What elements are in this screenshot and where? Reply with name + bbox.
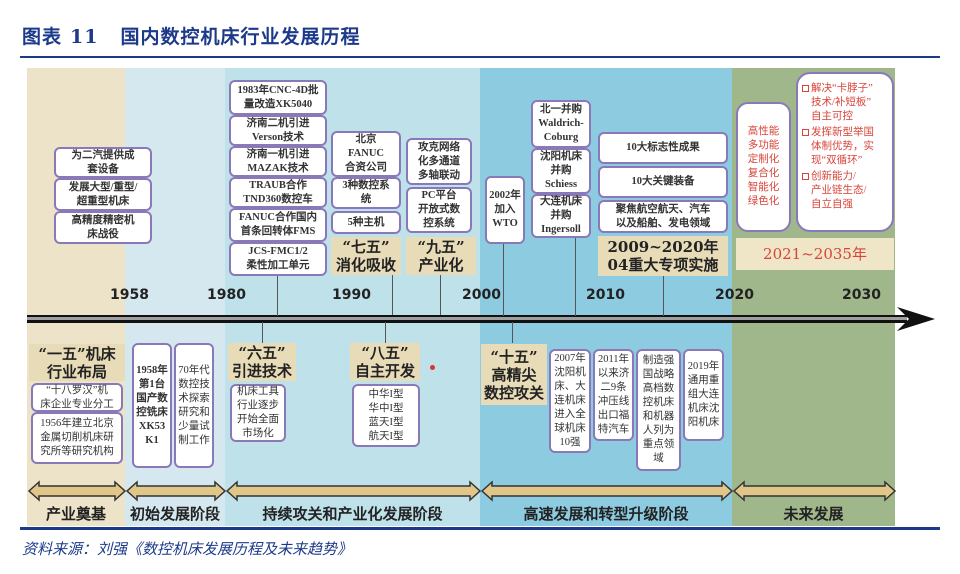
plan-label-qiwu: “七五” 消化吸收 bbox=[331, 237, 401, 275]
event-box: 2019年 通用重 组大连 机床沈 阳机床 bbox=[683, 349, 724, 441]
connector-line bbox=[440, 275, 441, 315]
connector-line bbox=[663, 276, 664, 316]
phase-arrow bbox=[480, 480, 734, 502]
plan-label-future: 2021~2035年 bbox=[736, 238, 894, 270]
phase-label: 初始发展阶段 bbox=[129, 505, 220, 523]
plan-label-jiuwu: “九五” 产业化 bbox=[406, 237, 476, 275]
event-box: 大连机床 并购 Ingersoll bbox=[531, 194, 591, 238]
connector-line bbox=[503, 244, 504, 316]
plan-label-special: 2009~2020年 04重大专项实施 bbox=[598, 236, 728, 276]
phase-arrow bbox=[125, 480, 227, 502]
event-box: PC平台 开放式数 控系统 bbox=[406, 187, 472, 233]
event-box: 机床工具 行业逐步 开始全面 市场化 bbox=[230, 384, 286, 442]
phase-arrow bbox=[27, 480, 127, 502]
figure-prefix: 图表 bbox=[22, 26, 63, 48]
event-box: 1983年CNC-4D批 量改造XK5040 bbox=[229, 80, 327, 115]
event-box: 1956年建立北京 金属切削机床研 究所等研究机构 bbox=[31, 412, 123, 464]
plan-label-liuwu: “六五” 引进技术 bbox=[228, 343, 296, 381]
event-box: 70年代 数控技 术探索 研究和 少量试 制工作 bbox=[174, 343, 214, 468]
event-box: 沈阳机床 并购 Schiess bbox=[531, 148, 591, 194]
event-box: 2011年 以来济 二9条 冲压线 出口福 特汽车 bbox=[593, 349, 634, 441]
event-box: TRAUB合作 TND360数控车 bbox=[229, 177, 327, 208]
connector-line bbox=[512, 322, 513, 343]
connector-line bbox=[277, 276, 278, 316]
goal-item: 发挥新型举国 体制优势，实 现“双循环” bbox=[802, 126, 890, 168]
year-1990: 1990 bbox=[332, 287, 371, 303]
phase-arrow bbox=[225, 480, 482, 502]
phase-arrow bbox=[732, 480, 897, 502]
year-2000: 2000 bbox=[462, 287, 501, 303]
timeline-axis bbox=[27, 307, 935, 331]
year-1980: 1980 bbox=[207, 287, 246, 303]
event-box: 北京 FANUC 合资公司 bbox=[331, 131, 401, 177]
plan-label-bawu: “八五” 自主开发 bbox=[350, 343, 420, 381]
future-traits-box: 高性能 多功能 定制化 复合化 智能化 绿色化 bbox=[736, 102, 791, 232]
event-box: 10大标志性成果 bbox=[598, 132, 728, 164]
event-box: 高精度精密机 床战役 bbox=[54, 211, 152, 244]
bottom-rule bbox=[20, 527, 940, 530]
event-box: 聚焦航空航天、汽车 以及船舶、发电领域 bbox=[598, 200, 728, 233]
event-box: 济南二机引进 Verson技术 bbox=[229, 115, 327, 146]
plan-label-shiwu: “十五” 高精尖 数控攻关 bbox=[481, 344, 547, 405]
event-box: “十八罗汉”机 床企业专业分工 bbox=[31, 383, 123, 412]
axis-arrowhead bbox=[897, 307, 935, 331]
year-2020: 2020 bbox=[715, 287, 754, 303]
year-2030: 2030 bbox=[842, 287, 881, 303]
event-box: 5种主机 bbox=[331, 211, 401, 234]
source-note: 资料来源：刘强《数控机床发展历程及未来趋势》 bbox=[22, 540, 353, 558]
figure-number: 11 bbox=[70, 26, 99, 48]
event-box: 攻克网络 化多通道 多轴联动 bbox=[406, 138, 472, 185]
goal-item: 创新能力/ 产业链生态/ 自立自强 bbox=[802, 170, 890, 212]
event-box: 济南一机引进 MAZAK技术 bbox=[229, 146, 327, 177]
connector-line bbox=[392, 275, 393, 315]
phase-label: 未来发展 bbox=[783, 505, 844, 523]
year-1958: 1958 bbox=[110, 287, 149, 303]
event-box-wto: 2002年 加入 WTO bbox=[485, 176, 525, 244]
event-box: 中华I型 华中I型 蓝天I型 航天I型 bbox=[352, 384, 420, 447]
future-goals-box: 解决“卡脖子” 技术/补短板” 自主可控 发挥新型举国 体制优势，实 现“双循环… bbox=[796, 72, 894, 232]
year-2010: 2010 bbox=[586, 287, 625, 303]
phase-label: 持续攻关和产业化发展阶段 bbox=[262, 505, 443, 523]
event-box: 3种数控系 统 bbox=[331, 177, 401, 209]
connector-line bbox=[575, 238, 576, 316]
title-rule bbox=[20, 56, 940, 58]
goal-item: 解决“卡脖子” 技术/补短板” 自主可控 bbox=[802, 82, 890, 124]
checkbox-icon bbox=[802, 85, 809, 92]
checkbox-icon bbox=[802, 129, 809, 136]
phase-arrows bbox=[27, 480, 897, 502]
connector-line bbox=[262, 322, 263, 343]
red-dot bbox=[430, 365, 435, 370]
event-box: 北一并购 Waldrich- Coburg bbox=[531, 100, 591, 148]
phase-label: 高速发展和转型升级阶段 bbox=[523, 505, 689, 523]
figure-title: 图表 11 国内数控机床行业发展历程 bbox=[22, 22, 360, 49]
event-box: 2007年 沈阳机 床、大 连机床 进入全 球机床 10强 bbox=[549, 349, 591, 453]
event-box: 1958年 第1台 国产数 控铣床 XK53 K1 bbox=[132, 343, 172, 468]
event-box: FANUC合作国内 首条回转体FMS bbox=[229, 208, 327, 242]
event-box: 发展大型/重型/ 超重型机床 bbox=[54, 178, 152, 211]
event-box: 制造强 国战略 高档数 控机床 和机器 人列为 重点领 域 bbox=[636, 349, 681, 471]
figure-title-text: 国内数控机床行业发展历程 bbox=[120, 26, 361, 48]
phase-label: 产业奠基 bbox=[45, 505, 106, 523]
event-box: 10大关键装备 bbox=[598, 166, 728, 198]
plan-label-yiwu: “一五”机床 行业布局 bbox=[29, 344, 125, 381]
connector-line bbox=[385, 322, 386, 343]
event-box: 为二汽提供成 套设备 bbox=[54, 147, 152, 178]
checkbox-icon bbox=[802, 173, 809, 180]
event-box: JCS-FMC1/2 柔性加工单元 bbox=[229, 242, 327, 276]
